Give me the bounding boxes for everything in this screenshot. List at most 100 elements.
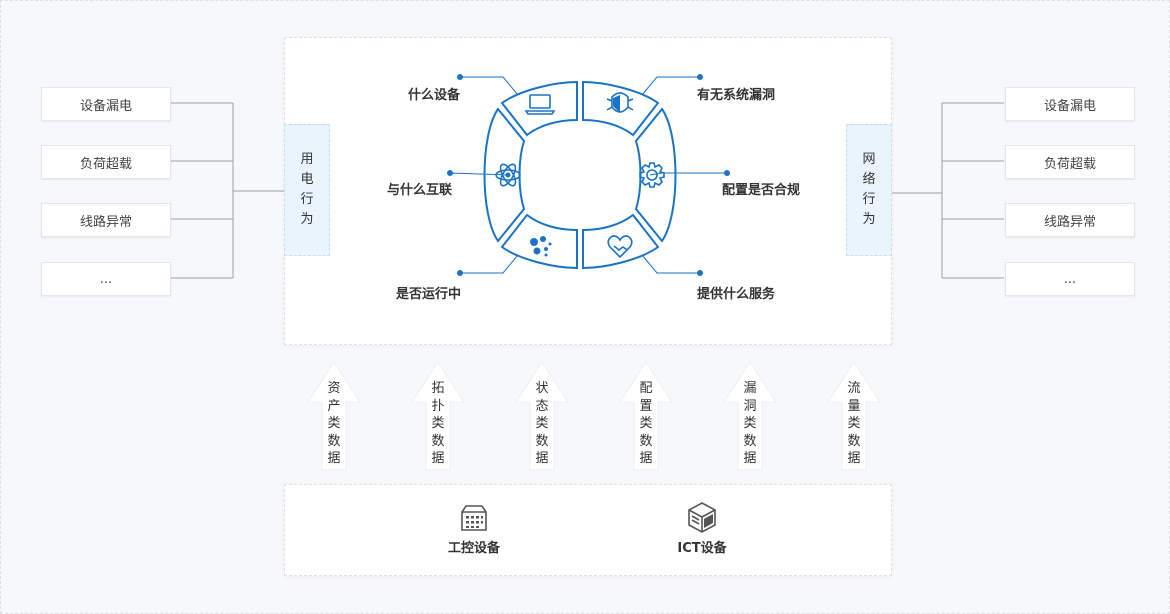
arrow-char: 态 bbox=[535, 398, 549, 414]
leader-lines bbox=[447, 74, 730, 276]
up-arrow-shape bbox=[515, 361, 569, 471]
arrow-char: 流 bbox=[847, 381, 861, 396]
arrow-char: 数 bbox=[431, 433, 445, 449]
label-vulnerability: 有无系统漏洞 bbox=[697, 88, 776, 103]
left-item-label: 线路异常 bbox=[79, 214, 132, 230]
right-item-overload: 负荷超载 bbox=[1005, 145, 1135, 179]
arrow-char: 据 bbox=[847, 451, 861, 466]
arrow-char: 数 bbox=[743, 433, 757, 449]
arrow-char: 据 bbox=[327, 451, 341, 466]
left-item-more: ... bbox=[41, 262, 171, 296]
control-cabinet-icon bbox=[461, 505, 487, 531]
tag-char: 络 bbox=[862, 172, 876, 187]
tag-char: 行 bbox=[862, 192, 876, 207]
label-running: 是否运行中 bbox=[396, 287, 462, 302]
arrow-char: 产 bbox=[327, 398, 341, 414]
tag-char: 为 bbox=[862, 212, 876, 227]
ring-diagram: .seg { fill:#fff; stroke:#1a73c4; stroke… bbox=[447, 74, 730, 276]
arrow-char: 类 bbox=[535, 416, 549, 431]
arrow-label: 状态类数据 bbox=[514, 380, 570, 468]
data-arrow: 流量类数据 bbox=[826, 360, 882, 472]
device-panel bbox=[284, 484, 892, 576]
segment-vulnerability bbox=[582, 80, 660, 137]
arrow-label: 漏洞类数据 bbox=[722, 380, 778, 468]
left-item-label: ... bbox=[99, 271, 113, 287]
heart-handshake-icon bbox=[607, 235, 633, 259]
right-item-label: 线路异常 bbox=[1043, 214, 1096, 230]
right-item-label: ... bbox=[1063, 271, 1077, 287]
data-arrow: 漏洞类数据 bbox=[722, 360, 778, 472]
ict-device: ICT设备 bbox=[672, 501, 732, 556]
arrow-char: 据 bbox=[639, 451, 653, 466]
arrow-char: 据 bbox=[743, 451, 757, 466]
tag-char: 网 bbox=[862, 152, 876, 167]
data-arrow: 状态类数据 bbox=[514, 360, 570, 472]
arrow-char: 类 bbox=[847, 416, 861, 431]
left-item-leakage: 设备漏电 bbox=[41, 87, 171, 121]
arrow-char: 数 bbox=[639, 433, 653, 449]
arrow-char: 数 bbox=[327, 433, 341, 449]
arrow-label: 流量类数据 bbox=[826, 380, 882, 468]
label-connection: 与什么互联 bbox=[387, 183, 453, 198]
electricity-behavior-tag: 用 电 行 为 bbox=[284, 124, 330, 256]
up-arrow-shape bbox=[619, 361, 673, 471]
network-behavior-tag: 网 络 行 为 bbox=[846, 124, 892, 256]
arrow-char: 类 bbox=[431, 416, 445, 431]
data-arrow: 资产类数据 bbox=[306, 360, 362, 472]
up-arrow-shape bbox=[307, 361, 361, 471]
left-item-line-fault: 线路异常 bbox=[41, 203, 171, 237]
right-item-label: 设备漏电 bbox=[1043, 98, 1096, 114]
laptop-icon bbox=[524, 94, 556, 115]
segment-running bbox=[500, 213, 578, 270]
tag-char: 用 bbox=[300, 152, 314, 167]
left-item-label: 负荷超载 bbox=[79, 156, 132, 172]
left-item-label: 设备漏电 bbox=[79, 98, 132, 114]
right-item-more: ... bbox=[1005, 262, 1135, 296]
ict-device-label: ICT设备 bbox=[677, 541, 727, 556]
server-cube-icon bbox=[688, 502, 716, 533]
arrow-char: 漏 bbox=[743, 381, 757, 396]
arrow-char: 量 bbox=[847, 398, 861, 414]
data-arrow: 配置类数据 bbox=[618, 360, 674, 472]
up-arrow-shape bbox=[723, 361, 777, 471]
ics-device-label: 工控设备 bbox=[447, 541, 500, 556]
arrow-label: 拓扑类数据 bbox=[410, 380, 466, 468]
gear-icon bbox=[639, 162, 665, 188]
ics-device: 工控设备 bbox=[444, 503, 504, 556]
label-compliance: 配置是否合规 bbox=[722, 183, 801, 198]
arrow-label: 配置类数据 bbox=[618, 380, 674, 468]
segment-compliance bbox=[634, 107, 677, 243]
arrow-char: 洞 bbox=[743, 398, 757, 414]
bug-shield-icon bbox=[606, 92, 634, 113]
arrow-char: 据 bbox=[431, 451, 445, 466]
label-what-device: 什么设备 bbox=[408, 88, 461, 103]
arrow-char: 数 bbox=[847, 433, 861, 449]
arrow-label: 资产类数据 bbox=[306, 380, 362, 468]
arrow-char: 据 bbox=[535, 451, 549, 466]
arrow-char: 类 bbox=[743, 416, 757, 431]
arrow-char: 类 bbox=[327, 416, 341, 431]
right-item-leakage: 设备漏电 bbox=[1005, 87, 1135, 121]
dots-icon bbox=[530, 236, 552, 257]
tag-char: 电 bbox=[300, 172, 314, 187]
left-item-overload: 负荷超载 bbox=[41, 145, 171, 179]
up-arrow-shape bbox=[827, 361, 881, 471]
label-service: 提供什么服务 bbox=[697, 287, 776, 302]
segment-service bbox=[582, 213, 660, 270]
right-item-label: 负荷超载 bbox=[1043, 156, 1096, 172]
arrow-char: 扑 bbox=[431, 398, 445, 414]
arrow-char: 状 bbox=[535, 381, 549, 396]
arrow-char: 数 bbox=[535, 433, 549, 449]
tag-char: 为 bbox=[300, 212, 314, 227]
arrow-char: 置 bbox=[639, 398, 653, 414]
tag-char: 行 bbox=[300, 192, 314, 207]
arrow-char: 配 bbox=[639, 381, 653, 396]
arrow-char: 资 bbox=[327, 381, 341, 396]
arrow-char: 拓 bbox=[431, 381, 445, 396]
arrow-char: 类 bbox=[639, 416, 653, 431]
ring-segments bbox=[483, 80, 677, 270]
up-arrow-shape bbox=[411, 361, 465, 471]
data-arrow: 拓扑类数据 bbox=[410, 360, 466, 472]
right-item-line-fault: 线路异常 bbox=[1005, 203, 1135, 237]
